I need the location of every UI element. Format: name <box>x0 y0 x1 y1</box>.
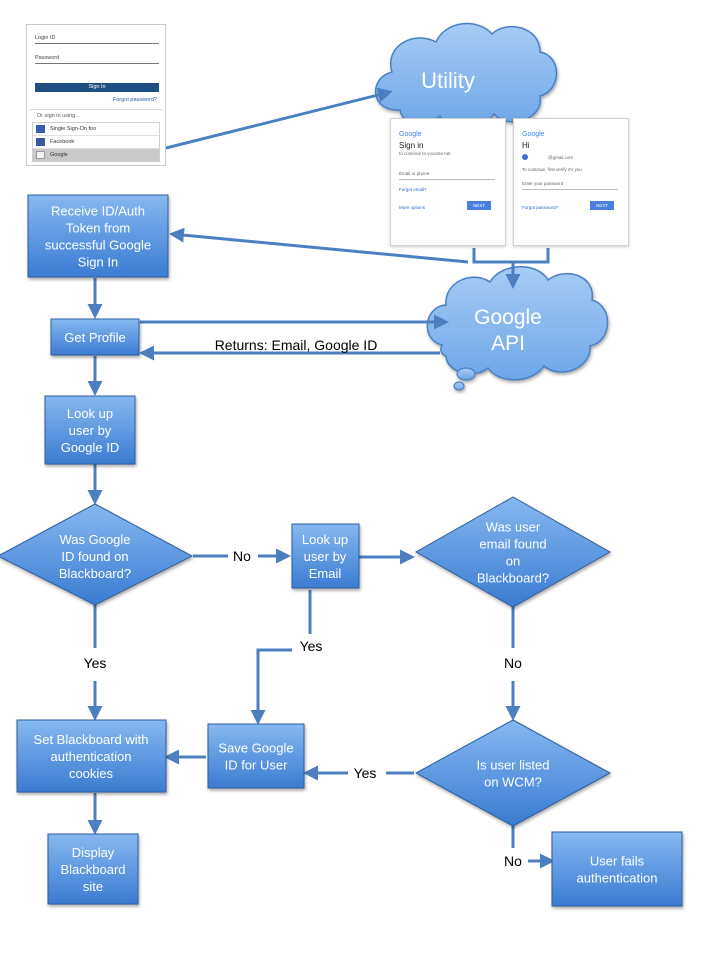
node-receive-token <box>27 194 169 278</box>
option-sso[interactable]: Single Sign-On foo <box>33 123 159 136</box>
arrow-login-to-utility <box>149 87 393 154</box>
account-email: @gmail.com <box>548 155 574 160</box>
google-logo: Google <box>522 131 545 138</box>
node-label-receive-token-3: successful Google <box>45 238 151 253</box>
node-label-lookup-google-2: user by <box>69 423 112 438</box>
google-icon <box>36 151 45 159</box>
node-label-lookup-email-2: user by <box>304 549 347 564</box>
node-label-set-cookies-2: authentication <box>51 749 132 764</box>
sso-icon <box>36 125 45 133</box>
node-label-lookup-email-1: Look up <box>302 532 348 547</box>
node-get-profile <box>50 318 140 356</box>
utility-cloud-label: Utility <box>421 68 475 93</box>
forgot-password-link[interactable]: Forgot password? <box>112 97 157 103</box>
screenshot-bracket <box>472 248 550 264</box>
node-lookup-email <box>291 523 360 589</box>
arrow-google-to-receive <box>169 227 469 264</box>
decision-email-found <box>414 496 612 608</box>
option-facebook-label: Facebook <box>50 139 75 145</box>
sign-in-options: Single Sign-On foo Facebook Google <box>32 122 160 162</box>
edge-label-returns: Returns: Email, Google ID <box>215 337 378 353</box>
edge-label-no-2: No <box>504 655 522 671</box>
google-signin-heading: Sign in <box>399 141 424 150</box>
email-field-label: Email or phone <box>399 171 430 176</box>
forgot-password-link[interactable]: Forgot password? <box>522 205 559 210</box>
node-display-site <box>47 833 139 905</box>
password-field[interactable]: Password <box>35 55 159 64</box>
node-label-q-wcm-1: Is user listed <box>477 758 550 773</box>
verify-text: To continue, first verify it's you <box>522 167 582 172</box>
google-api-cloud-label-1: Google <box>474 306 542 329</box>
node-label-q-email-found-4: Blackboard? <box>477 571 549 586</box>
node-label-q-google-found-3: Blackboard? <box>59 566 131 581</box>
option-google[interactable]: Google <box>33 149 159 161</box>
node-user-fails <box>551 831 683 907</box>
option-facebook[interactable]: Facebook <box>33 136 159 149</box>
or-sign-in-label: Or sign in using... <box>37 113 80 119</box>
node-label-fails-2: authentication <box>577 871 658 886</box>
node-label-display-site-2: Blackboard <box>60 862 125 877</box>
node-label-q-email-found-2: email found <box>479 537 546 552</box>
google-logo: Google <box>399 131 422 138</box>
password-field-label: Enter your password <box>522 181 564 186</box>
account-avatar <box>522 154 528 160</box>
edge-label-yes-2: Yes <box>300 638 323 654</box>
node-label-lookup-google-3: Google ID <box>61 440 120 455</box>
node-label-q-google-found-2: ID found on <box>61 549 128 564</box>
decision-google-id-found <box>0 503 194 606</box>
arrow-yes2-to-save <box>250 648 292 725</box>
google-password-screenshot: Google Hi @gmail.com To continue, first … <box>513 118 629 246</box>
node-label-set-cookies-1: Set Blackboard with <box>34 732 149 747</box>
node-label-display-site-3: site <box>83 879 103 894</box>
option-google-label: Google <box>50 152 68 158</box>
facebook-icon <box>36 138 45 146</box>
node-label-receive-token-2: Token from <box>66 221 130 236</box>
node-label-save-google-id-1: Save Google <box>218 741 293 756</box>
decision-listed-wcm <box>414 719 612 827</box>
edge-label-yes-3: Yes <box>354 765 377 781</box>
next-button[interactable]: NEXT <box>467 201 491 210</box>
divider <box>30 109 162 110</box>
node-lookup-google <box>44 395 136 465</box>
google-signin-subtitle: to continue to yoursite.net <box>399 151 451 156</box>
email-field[interactable] <box>399 179 495 180</box>
edge-label-no-1: No <box>233 548 251 564</box>
node-label-fails-1: User fails <box>590 854 645 869</box>
edge-label-no-3: No <box>504 853 522 869</box>
node-label-q-wcm-2: on WCM? <box>484 775 542 790</box>
node-label-q-email-found-1: Was user <box>486 520 541 535</box>
node-label-save-google-id-2: ID for User <box>225 758 289 773</box>
forgot-email-link[interactable]: Forgot email? <box>399 187 427 192</box>
google-api-cloud <box>426 266 609 391</box>
node-label-lookup-email-3: Email <box>309 566 342 581</box>
node-label-set-cookies-3: cookies <box>69 766 114 781</box>
node-label-display-site-1: Display <box>72 845 115 860</box>
google-signin-screenshot: Google Sign in to continue to yoursite.n… <box>390 118 506 246</box>
more-options-link[interactable]: More options <box>399 205 426 210</box>
node-label-q-email-found-3: on <box>506 554 520 569</box>
login-id-field[interactable]: Login ID <box>35 35 159 44</box>
node-label-get-profile-1: Get Profile <box>64 330 125 345</box>
node-label-lookup-google-1: Look up <box>67 406 113 421</box>
google-password-heading: Hi <box>522 141 530 150</box>
next-button[interactable]: NEXT <box>590 201 614 210</box>
login-form-screenshot: Login ID Password Sign In Forgot passwor… <box>26 24 166 166</box>
node-save-google-id <box>207 723 305 789</box>
option-sso-label: Single Sign-On foo <box>50 126 97 132</box>
node-label-receive-token-4: Sign In <box>78 255 118 270</box>
google-api-cloud-label-2: API <box>491 332 525 355</box>
node-label-q-google-found-1: Was Google <box>59 532 130 547</box>
sign-in-button[interactable]: Sign In <box>35 83 159 92</box>
password-input[interactable] <box>522 189 618 190</box>
node-label-receive-token-1: Receive ID/Auth <box>51 204 145 219</box>
edge-label-yes-1: Yes <box>84 655 107 671</box>
node-set-cookies <box>16 719 167 793</box>
